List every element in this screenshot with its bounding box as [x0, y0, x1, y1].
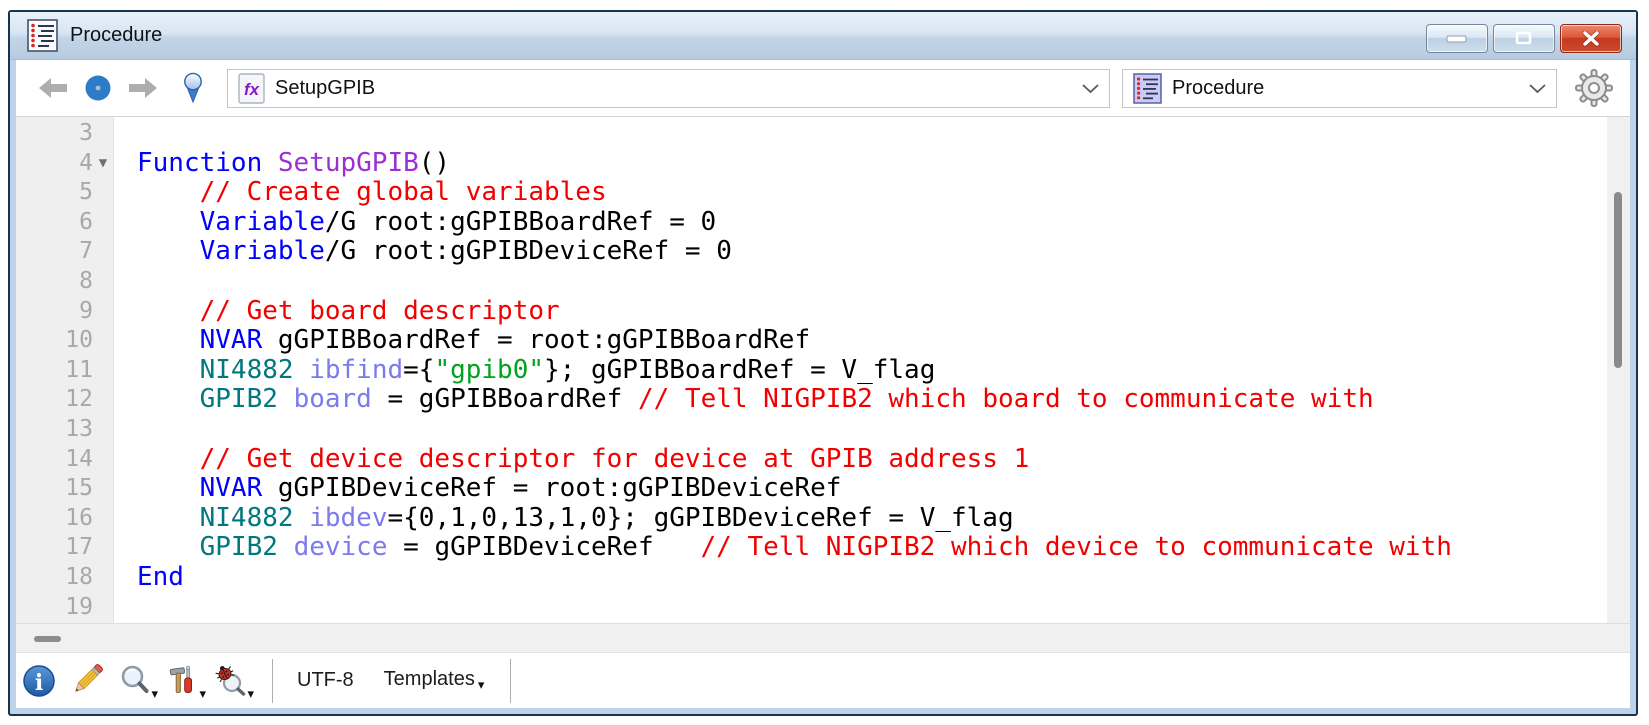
code-content[interactable]: Function SetupGPIB() // Create global va… [115, 117, 1607, 623]
line-number: 14 [65, 445, 93, 472]
line-number: 12 [65, 386, 93, 413]
code-line[interactable]: Variable/G root:gGPIBDeviceRef = 0 [199, 236, 732, 267]
location-pin-icon [184, 72, 202, 104]
forward-button[interactable] [128, 77, 158, 99]
procedure-icon [1133, 73, 1162, 104]
dropdown-arrow-icon: ▾ [247, 686, 254, 702]
maximize-button[interactable] [1493, 24, 1555, 53]
fx-icon: fx [238, 73, 265, 104]
debug-button[interactable]: ▾ [214, 664, 254, 701]
code-line[interactable]: // Get device descriptor for device at G… [199, 443, 1030, 474]
line-number: 11 [65, 356, 93, 383]
toolbar: fx SetupGPIB [16, 60, 1630, 117]
position-dot-icon [85, 75, 111, 101]
back-button[interactable] [38, 77, 68, 99]
back-arrow-icon [39, 78, 67, 98]
close-icon [1582, 30, 1600, 47]
tools-button[interactable]: ▾ [166, 664, 206, 701]
splitter-handle[interactable] [34, 636, 61, 642]
line-number: 6 [79, 208, 93, 235]
code-line[interactable]: NVAR gGPIBDeviceRef = root:gGPIBDeviceRe… [199, 473, 842, 504]
code-line[interactable]: GPIB2 board = gGPIBBoardRef // Tell NIGP… [199, 384, 1374, 415]
templates-menu[interactable]: Templates▾ [384, 668, 485, 693]
fold-marker-icon[interactable]: ▼ [98, 154, 108, 171]
code-line[interactable] [137, 593, 1607, 623]
position-dot-button[interactable] [84, 74, 112, 102]
minimize-button[interactable] [1426, 24, 1488, 53]
dropdown-arrow-icon: ▾ [477, 678, 485, 693]
line-number: 5 [79, 179, 93, 206]
dropdown-arrow-icon: ▾ [199, 686, 206, 702]
status-bar: i [16, 653, 1630, 708]
line-number: 3 [79, 120, 93, 146]
line-number: 13 [65, 415, 93, 442]
edit-mode-button[interactable] [70, 663, 104, 698]
dropdown-arrow-icon: ▾ [151, 686, 158, 702]
window-title: Procedure [70, 24, 163, 46]
code-line[interactable] [137, 119, 1607, 149]
line-number: 18 [65, 563, 93, 590]
encoding-label: UTF-8 [297, 669, 354, 691]
line-number: 16 [65, 504, 93, 531]
window-selector-combo[interactable]: Procedure [1122, 69, 1557, 108]
code-line[interactable]: // Create global variables [199, 177, 607, 208]
templates-label: Templates [383, 668, 475, 690]
settings-button[interactable] [1574, 68, 1614, 108]
maximize-icon [1515, 31, 1532, 45]
line-number: 10 [65, 327, 93, 354]
line-number: 4▼ [16, 149, 113, 179]
magnifier-icon [121, 665, 149, 693]
code-line[interactable]: NI4882 ibdev={0,1,0,13,1,0}; gGPIBDevice… [199, 502, 1014, 533]
procedure-window-icon [27, 19, 58, 52]
title-bar[interactable]: Procedure [10, 12, 1636, 60]
line-number: 19 [65, 593, 93, 620]
code-line[interactable]: // Get board descriptor [199, 295, 560, 326]
code-line[interactable]: GPIB2 device = gGPIBDeviceRef // Tell NI… [199, 532, 1452, 563]
info-icon: i [23, 664, 55, 697]
status-separator [510, 658, 512, 703]
forward-arrow-icon [129, 78, 157, 98]
svg-text:i: i [35, 670, 43, 696]
window-content: fx SetupGPIB [16, 60, 1630, 708]
chevron-down-icon [1082, 83, 1099, 93]
line-number: 9 [79, 297, 93, 324]
function-selector-value: SetupGPIB [275, 77, 376, 99]
gear-icon [1575, 69, 1613, 107]
scrollbar-thumb[interactable] [1614, 192, 1622, 368]
line-number: 15 [65, 475, 93, 502]
window-selector-value: Procedure [1172, 77, 1265, 99]
tools-icon [169, 665, 193, 693]
code-line[interactable] [137, 415, 1607, 445]
procedure-window: Procedure [8, 10, 1638, 716]
svg-text:fx: fx [244, 80, 261, 99]
code-line[interactable]: Variable/G root:gGPIBBoardRef = 0 [199, 206, 717, 237]
minimize-icon [1446, 35, 1467, 42]
vertical-scrollbar[interactable] [1607, 117, 1630, 623]
bookmark-pin-button[interactable] [180, 72, 206, 104]
splitter-strip [16, 623, 1630, 653]
code-line[interactable]: NVAR gGPIBBoardRef = root:gGPIBBoardRef [199, 325, 811, 356]
close-button[interactable] [1560, 24, 1622, 53]
edit-pencil-icon [75, 663, 103, 692]
code-line[interactable] [137, 267, 1607, 297]
code-line[interactable]: End [137, 561, 184, 592]
line-number: 8 [79, 267, 93, 294]
search-button[interactable]: ▾ [118, 664, 158, 701]
code-line[interactable]: NI4882 ibfind={"gpib0"}; gGPIBBoardRef =… [199, 354, 936, 385]
function-selector-combo[interactable]: fx SetupGPIB [227, 69, 1110, 108]
debug-icon [215, 665, 246, 696]
line-number: 17 [65, 534, 93, 561]
code-line[interactable]: Function SetupGPIB() [137, 147, 451, 178]
chevron-down-icon [1529, 83, 1546, 93]
info-button[interactable]: i [22, 664, 56, 698]
status-separator [272, 658, 273, 703]
line-number: 7 [79, 238, 93, 265]
